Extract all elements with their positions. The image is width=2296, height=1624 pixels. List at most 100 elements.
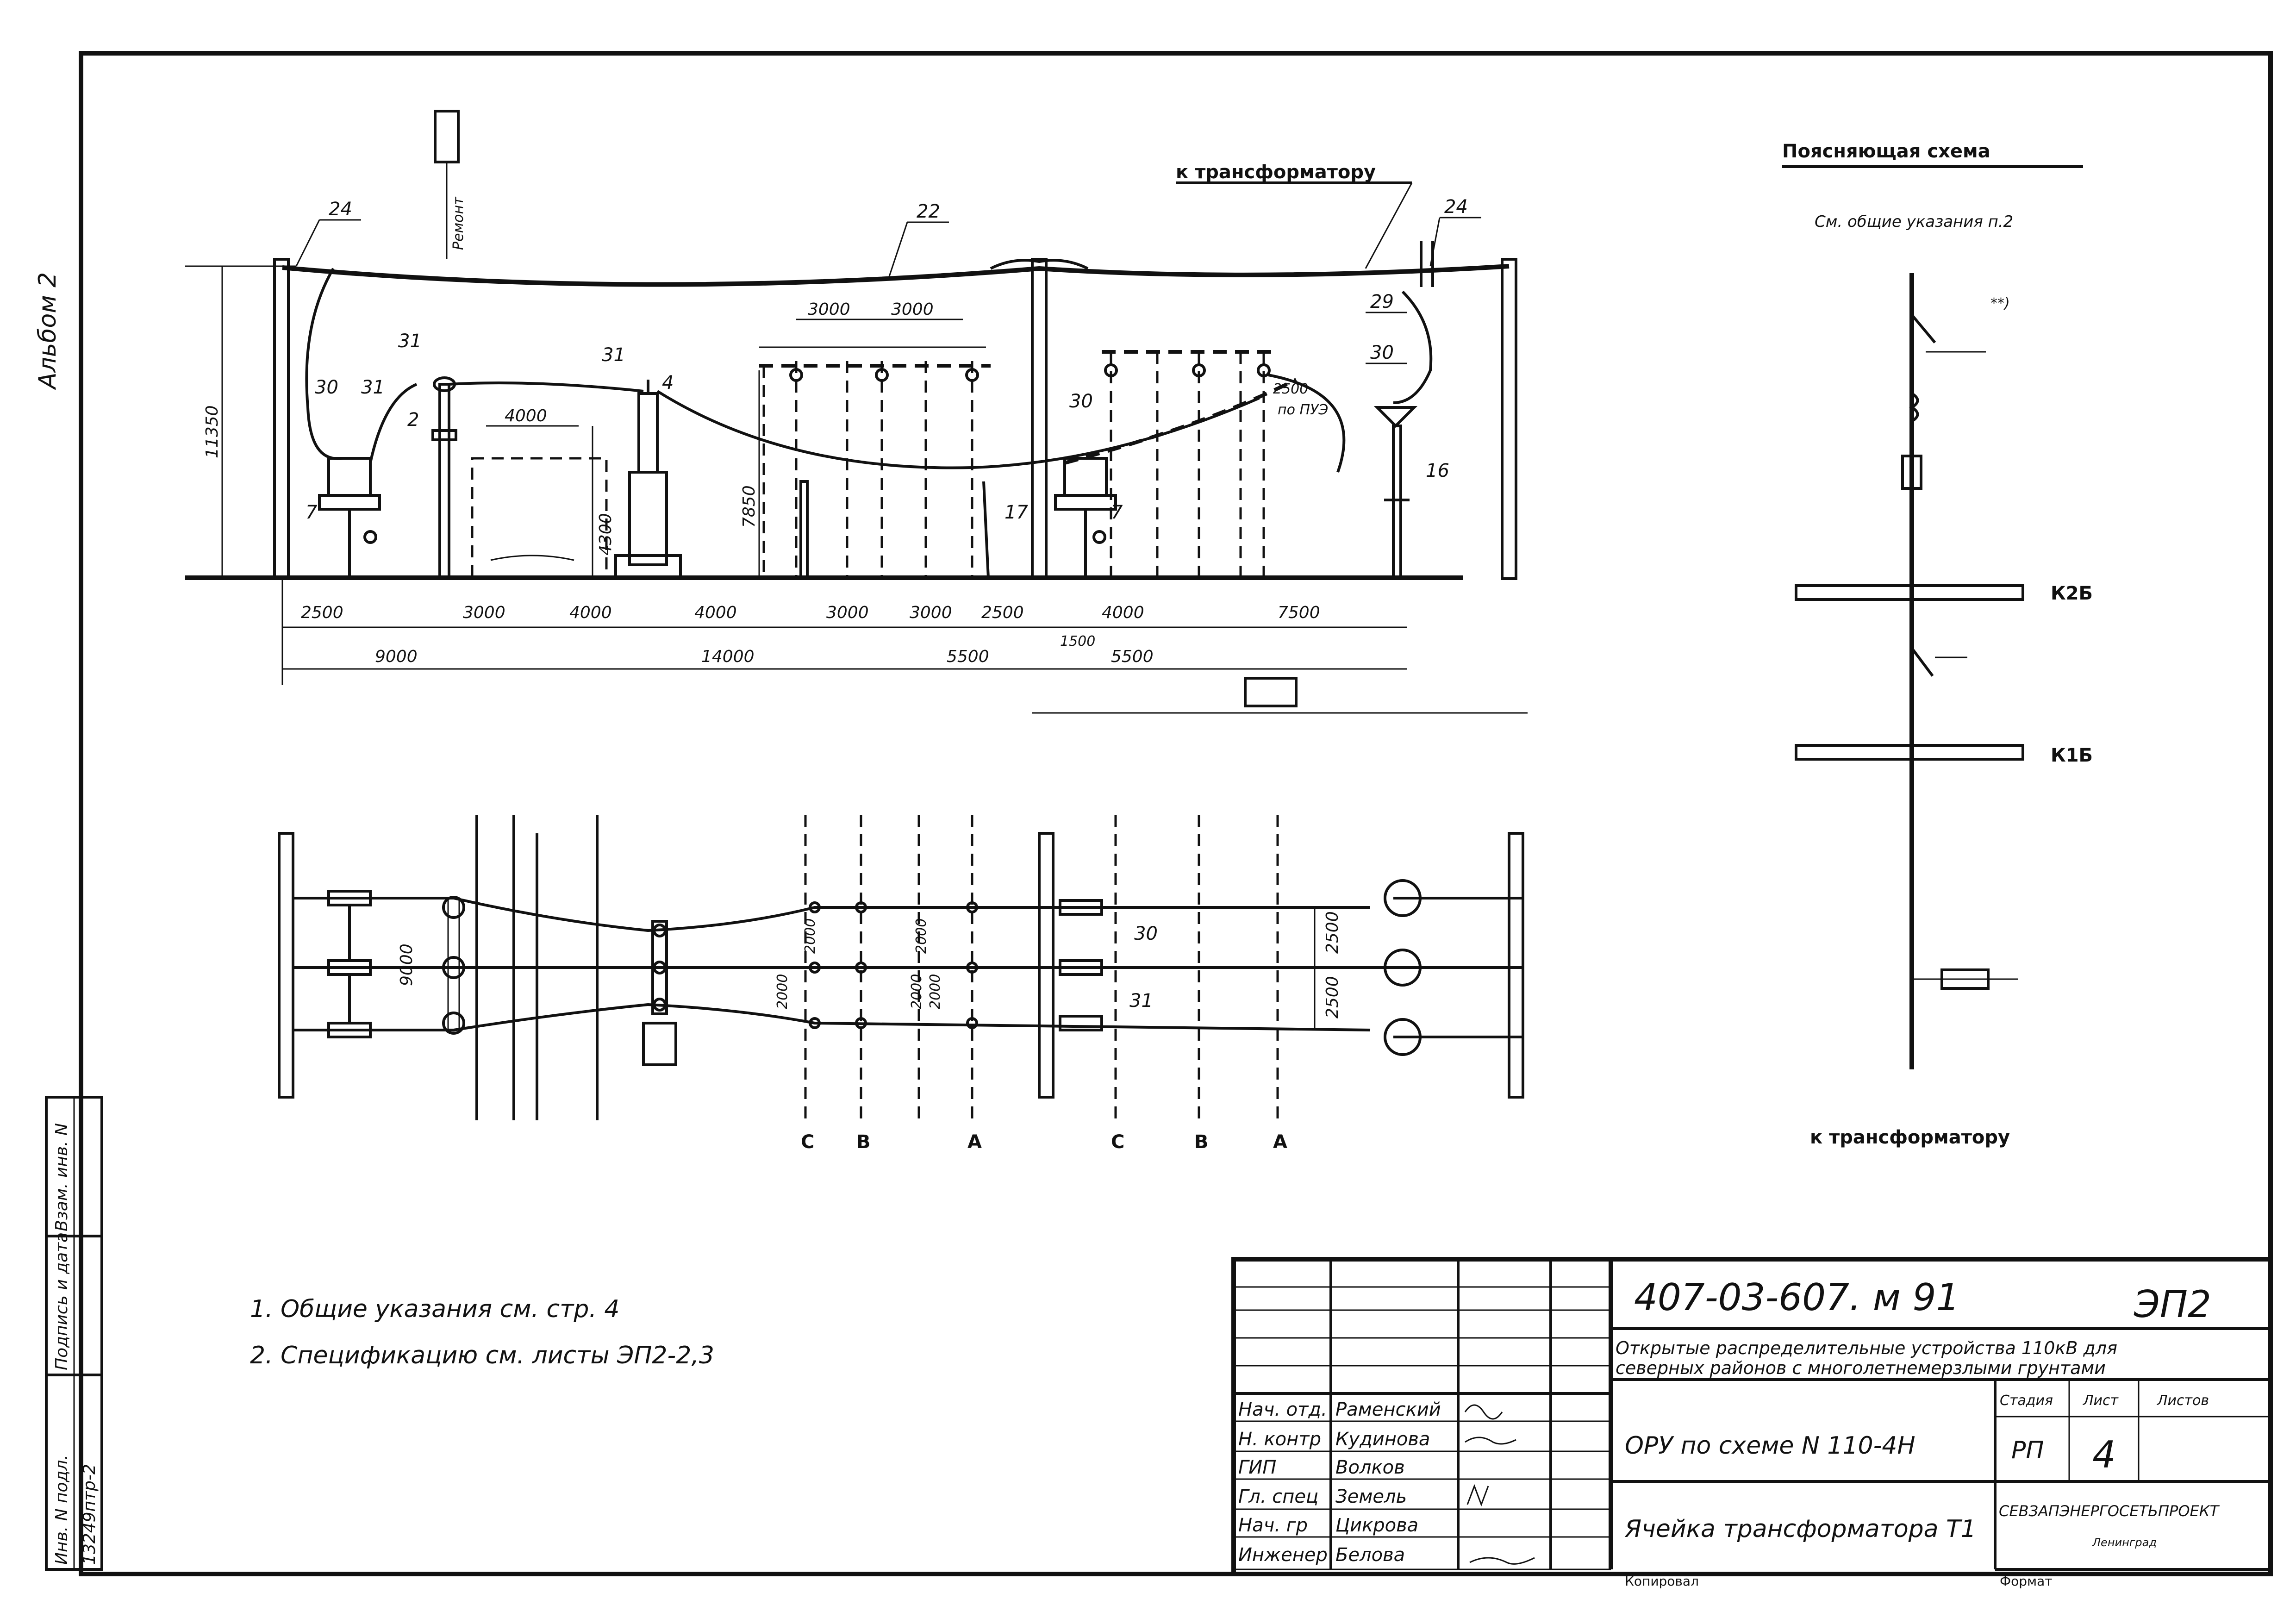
role-1: Н. контр bbox=[1238, 1429, 1321, 1450]
plan-dim-mid-1: 2000 bbox=[913, 918, 930, 954]
phase-a-2: А bbox=[1273, 1131, 1287, 1153]
clearance-2500: 2500 bbox=[1273, 381, 1308, 397]
side-inv-value: 13249птр-2 bbox=[80, 1464, 99, 1565]
callout-7-left: 7 bbox=[306, 502, 318, 523]
clearance-pue: по ПУЭ bbox=[1278, 402, 1328, 418]
dim1-4: 3000 bbox=[826, 603, 869, 622]
repair-marker bbox=[434, 110, 460, 163]
portal-column-right bbox=[1501, 258, 1517, 580]
dim1-0: 2500 bbox=[301, 603, 343, 622]
phase-b-1: В bbox=[856, 1131, 871, 1153]
role-0: Нач. отд. bbox=[1238, 1399, 1327, 1420]
plan-portal-mid bbox=[1038, 832, 1054, 1099]
dim1-8: 7500 bbox=[1278, 603, 1320, 622]
dim2-1: 14000 bbox=[701, 647, 755, 666]
bus-spacing-a: 3000 bbox=[808, 300, 850, 319]
name-4: Цикрова bbox=[1335, 1515, 1418, 1536]
dim1-3: 4000 bbox=[694, 603, 737, 622]
callout-17: 17 bbox=[1004, 502, 1028, 523]
name-1: Кудинова bbox=[1335, 1429, 1430, 1450]
phase-a-1: А bbox=[967, 1131, 982, 1153]
callout-30-mid: 30 bbox=[1069, 391, 1093, 412]
height-7850: 7850 bbox=[740, 485, 759, 528]
stage-value: РП bbox=[2011, 1437, 2044, 1464]
project-title-2: северных районов с многолетнемерзлыми гр… bbox=[1616, 1358, 2106, 1378]
stage-label: Стадия bbox=[2000, 1393, 2053, 1409]
plan-dim-mid-0: 2000 bbox=[802, 918, 818, 954]
elevation-view: Ремонт 11350 к трансформатору 24 22 24 2… bbox=[185, 110, 1528, 714]
note-1: 1. Общие указания см. стр. 4 bbox=[250, 1295, 620, 1323]
callout-16: 16 bbox=[1426, 460, 1449, 481]
name-0: Раменский bbox=[1335, 1399, 1441, 1420]
side-label-inv-no: Инв. N подл. bbox=[52, 1455, 71, 1565]
dim2-3: 5500 bbox=[1111, 647, 1154, 666]
callout-31-left: 31 bbox=[361, 377, 385, 398]
plan-dim-mid-2: 2000 bbox=[909, 974, 925, 1009]
sheet-value: 4 bbox=[2092, 1433, 2116, 1476]
album-label: Альбом 2 bbox=[34, 272, 62, 390]
plan-portal-left bbox=[278, 832, 294, 1099]
side-label-sign-date: Подпись и дата bbox=[52, 1232, 71, 1370]
plan-portal-right bbox=[1508, 832, 1524, 1099]
explanatory-schematic: Поясняющая схема См. общие указания п.2 … bbox=[1782, 141, 2093, 1148]
plan-view: 9000 2000 2000 2000 2000 2000 30 31 2500… bbox=[278, 815, 1524, 1153]
dim-row-1: 2500 3000 4000 4000 3000 3000 2500 4000 … bbox=[282, 603, 1407, 628]
callout-24b: 24 bbox=[1444, 196, 1468, 218]
name-2: Волков bbox=[1335, 1457, 1405, 1478]
to-transformer-top: к трансформатору bbox=[1176, 162, 1376, 183]
dim1-5: 3000 bbox=[910, 603, 952, 622]
phase-b-2: В bbox=[1194, 1131, 1209, 1153]
bus-spacing-b: 3000 bbox=[891, 300, 934, 319]
ct-symbol-3 bbox=[1384, 1018, 1422, 1056]
plan-callout-31: 31 bbox=[1129, 990, 1153, 1012]
copied-label: Копировал bbox=[1625, 1574, 1699, 1589]
signature-rows: Нач. отд. Н. контр ГИП Гл. спец Нач. гр … bbox=[1238, 1399, 1441, 1566]
plan-dim-2000a: 2000 bbox=[774, 974, 791, 1009]
callout-30-left: 30 bbox=[315, 377, 338, 398]
callout-24a: 24 bbox=[329, 199, 352, 220]
height-11350: 11350 bbox=[203, 405, 222, 458]
signature-scribbles bbox=[1464, 1404, 1535, 1565]
plan-dim-9000: 9000 bbox=[397, 943, 416, 986]
plan-dim-right-1: 2500 bbox=[1323, 976, 1342, 1018]
city: Ленинград bbox=[2092, 1536, 2157, 1549]
dim1-1: 3000 bbox=[463, 603, 505, 622]
dim-1500: 1500 bbox=[1060, 633, 1095, 650]
plan-dim-mid-3: 2000 bbox=[927, 974, 943, 1009]
schematic-note-mark: **) bbox=[1990, 295, 2010, 312]
callout-22: 22 bbox=[917, 201, 940, 222]
sheets-label: Листов bbox=[2157, 1393, 2209, 1409]
name-3: Земель bbox=[1335, 1486, 1407, 1507]
phase-c-2: С bbox=[1111, 1131, 1124, 1153]
plan-dim-right-0: 2500 bbox=[1323, 911, 1342, 954]
bus-k1b-label: К1Б bbox=[2051, 745, 2093, 766]
portal-column-mid bbox=[1031, 258, 1048, 580]
callout-31-mid: 31 bbox=[398, 331, 422, 352]
repair-label: Ремонт bbox=[450, 196, 467, 250]
dim-row-2: 9000 14000 5500 5500 1500 bbox=[282, 633, 1407, 670]
role-4: Нач. гр bbox=[1238, 1515, 1308, 1536]
doc-code: 407-03-607. м 91 bbox=[1634, 1276, 1959, 1319]
ct-symbol-1 bbox=[1384, 879, 1422, 917]
ct-symbol-2 bbox=[1384, 949, 1422, 987]
dim2-2: 5500 bbox=[947, 647, 989, 666]
drawing-title: ОРУ по схеме N 110-4Н bbox=[1625, 1432, 1915, 1460]
callout-31-iso: 31 bbox=[602, 344, 625, 366]
format-label: Формат bbox=[2000, 1574, 2053, 1589]
schematic-title: Поясняющая схема bbox=[1782, 141, 1990, 162]
sheet-label: Лист bbox=[2083, 1393, 2119, 1409]
sheet-frame bbox=[79, 51, 2273, 1576]
schematic-to-transformer: к трансформатору bbox=[1810, 1127, 2010, 1148]
height-4300: 4300 bbox=[596, 513, 615, 556]
callout-30-right: 30 bbox=[1370, 342, 1394, 363]
dim1-7: 4000 bbox=[1102, 603, 1144, 622]
callout-4: 4 bbox=[662, 372, 674, 394]
phase-c-1: С bbox=[801, 1131, 814, 1153]
schematic-note: См. общие указания п.2 bbox=[1815, 212, 2013, 231]
dim1-6: 2500 bbox=[981, 603, 1024, 622]
role-2: ГИП bbox=[1238, 1457, 1276, 1478]
bay-4000: 4000 bbox=[505, 406, 547, 425]
sheet-code: ЭП2 bbox=[2134, 1283, 2211, 1326]
organization: СЕВЗАПЭНЕРГОСЕТЬПРОЕКТ bbox=[1999, 1502, 2220, 1520]
